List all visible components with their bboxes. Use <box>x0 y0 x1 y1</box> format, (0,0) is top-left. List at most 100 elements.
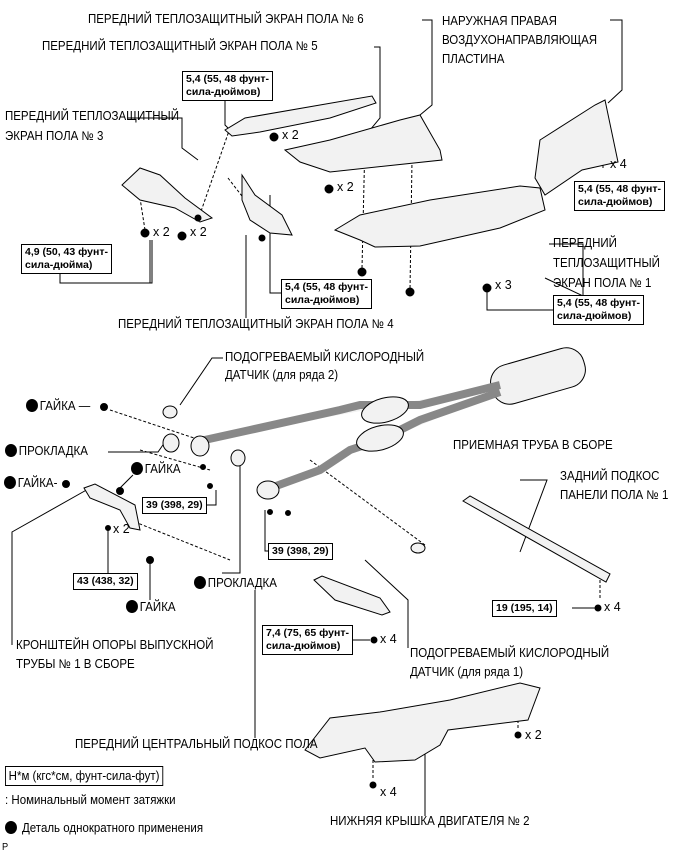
legend-single-use: Деталь однократного применения <box>5 819 203 838</box>
torque-shield3: 4,9 (50, 43 фунт-сила-дюйма) <box>21 244 112 274</box>
flange-2 <box>256 480 280 500</box>
qty: x 4 <box>380 632 397 646</box>
single-use-icon <box>4 476 16 489</box>
sensor-1 <box>410 542 426 554</box>
single-use-icon <box>5 444 17 457</box>
label-sensor-bank1-1: ПОДОГРЕВАЕМЫЙ КИСЛОРОДНЫЙ <box>410 646 610 660</box>
label-bracket-1: КРОНШТЕЙН ОПОРЫ ВЫПУСКНОЙ <box>16 638 214 652</box>
label-text: ГАЙКА- <box>17 476 58 490</box>
torque-flange-1: 39 (398, 29) <box>142 497 207 514</box>
label-heat-shield-3-2: ЭКРАН ПОЛА № 3 <box>5 129 104 143</box>
label-text: ГАЙКА <box>144 462 181 476</box>
label-nut-4: ГАЙКА <box>126 598 176 617</box>
label-heat-shield-1-3: ЭКРАН ПОЛА № 1 <box>553 276 652 290</box>
torque-value: 5,4 (55, 48 фунт- <box>557 297 640 309</box>
torque-air-plate: 5,4 (55, 48 фунт-сила-дюймов) <box>574 181 665 211</box>
label-gasket-1: ПРОКЛАДКА <box>5 442 88 461</box>
label-air-guide-plate-3: ПЛАСТИНА <box>442 52 505 66</box>
gasket-2 <box>230 449 246 467</box>
heat-shield-3 <box>121 167 214 223</box>
qty: x 4 <box>604 600 621 614</box>
qty: x 4 <box>610 157 627 171</box>
label-gasket-2: ПРОКЛАДКА <box>194 574 277 593</box>
torque-value: 5,4 (55, 48 фунт- <box>578 183 661 195</box>
torque-value: 5,4 (55, 48 фунт- <box>186 73 269 85</box>
label-text: ГАЙКА <box>139 600 176 614</box>
qty: x 4 <box>380 785 397 799</box>
torque-value: 5,4 (55, 48 фунт- <box>285 281 368 293</box>
label-sensor-bank2-1: ПОДОГРЕВАЕМЫЙ КИСЛОРОДНЫЙ <box>225 350 425 364</box>
qty: x 2 <box>113 522 130 536</box>
torque-shield6: 5,4 (55, 48 фунт-сила-дюймов) <box>281 279 372 309</box>
label-sensor-bank2-2: ДАТЧИК (для ряда 2) <box>225 368 339 382</box>
legend-torque-note: : Номинальный момент затяжки <box>5 793 176 807</box>
label-text: ПРОКЛАДКА <box>207 576 277 590</box>
torque-unit: сила-дюймов) <box>578 196 653 208</box>
catalyst-2 <box>356 424 404 452</box>
engine-under-cover-2 <box>304 682 541 763</box>
legend-unit-box: Н*м (кгс*см, фунт-сила-фут) <box>5 766 164 786</box>
parts <box>83 95 619 763</box>
muffler <box>490 347 586 405</box>
sensor-2 <box>162 405 178 419</box>
torque-unit: сила-дюймов) <box>266 640 341 652</box>
label-heat-shield-4: ПЕРЕДНИЙ ТЕПЛОЗАЩИТНЫЙ ЭКРАН ПОЛА № 4 <box>118 317 394 331</box>
torque-shield1: 5,4 (55, 48 фунт-сила-дюймов) <box>553 295 644 325</box>
legend-text: Деталь однократного применения <box>22 821 204 835</box>
torque-flange-2: 39 (398, 29) <box>268 543 333 560</box>
heat-shield-5 <box>224 95 377 137</box>
label-nut-1: ГАЙКА — <box>26 397 90 416</box>
torque-value: 4,9 (50, 43 фунт- <box>25 246 108 258</box>
torque-center-brace: 7,4 (75, 65 фунт-сила-дюймов) <box>262 625 353 655</box>
label-heat-shield-5: ПЕРЕДНИЙ ТЕПЛОЗАЩИТНЫЙ ЭКРАН ПОЛА № 5 <box>42 39 318 53</box>
label-heat-shield-6: ПЕРЕДНИЙ ТЕПЛОЗАЩИТНЫЙ ЭКРАН ПОЛА № 6 <box>88 12 364 26</box>
heat-shield-6 <box>283 114 443 173</box>
flange-1 <box>190 435 210 457</box>
leader-lines <box>11 19 623 816</box>
single-use-icon <box>5 821 17 834</box>
catalyst-1 <box>361 396 409 424</box>
pipe-support-bracket <box>83 483 141 531</box>
gasket-1 <box>162 433 180 453</box>
qty: x 3 <box>495 278 512 292</box>
qty: x 2 <box>282 128 299 142</box>
qty: x 2 <box>153 225 170 239</box>
label-heat-shield-3-1: ПЕРЕДНИЙ ТЕПЛОЗАЩИТНЫЙ <box>5 109 179 123</box>
single-use-icon <box>126 600 138 613</box>
label-front-pipe: ПРИЕМНАЯ ТРУБА В СБОРЕ <box>453 438 613 452</box>
single-use-icon <box>26 399 38 412</box>
heat-shield-1 <box>333 185 546 248</box>
qty: x 2 <box>190 225 207 239</box>
label-text: ПРОКЛАДКА <box>18 444 88 458</box>
label-sensor-bank1-2: ДАТЧИК (для ряда 1) <box>410 665 524 679</box>
exhaust-pipe-upper <box>199 381 501 445</box>
label-nut-3: ГАЙКА- <box>4 474 57 493</box>
label-rear-brace-2: ПАНЕЛИ ПОЛА № 1 <box>560 488 669 502</box>
heat-shield-4 <box>241 173 293 236</box>
front-center-brace <box>313 575 391 616</box>
label-under-cover: НИЖНЯЯ КРЫШКА ДВИГАТЕЛЯ № 2 <box>330 814 530 828</box>
label-heat-shield-1-2: ТЕПЛОЗАЩИТНЫЙ <box>553 256 660 270</box>
label-rear-brace-1: ЗАДНИЙ ПОДКОС <box>560 469 660 483</box>
label-center-brace: ПЕРЕДНИЙ ЦЕНТРАЛЬНЫЙ ПОДКОС ПОЛА <box>75 737 318 751</box>
rear-floor-brace <box>462 495 611 583</box>
torque-unit: сила-дюймов) <box>557 310 632 322</box>
torque-unit: сила-дюймов) <box>285 294 360 306</box>
single-use-icon <box>131 462 143 475</box>
torque-unit: сила-дюйма) <box>25 259 93 271</box>
label-heat-shield-1-1: ПЕРЕДНИЙ <box>553 236 617 250</box>
figure-code: P <box>2 842 9 853</box>
torque-unit: сила-дюймов) <box>186 86 261 98</box>
air-guide-plate <box>534 99 619 196</box>
label-text: ГАЙКА <box>39 399 76 413</box>
torque-rear-brace: 19 (195, 14) <box>492 600 557 617</box>
single-use-icon <box>194 576 206 589</box>
torque-value: 7,4 (75, 65 фунт- <box>266 627 349 639</box>
label-nut-2: ГАЙКА <box>131 460 181 479</box>
qty: x 2 <box>525 728 542 742</box>
torque-shield5: 5,4 (55, 48 фунт-сила-дюймов) <box>182 71 273 101</box>
torque-bracket: 43 (438, 32) <box>73 573 138 590</box>
qty: x 2 <box>337 180 354 194</box>
